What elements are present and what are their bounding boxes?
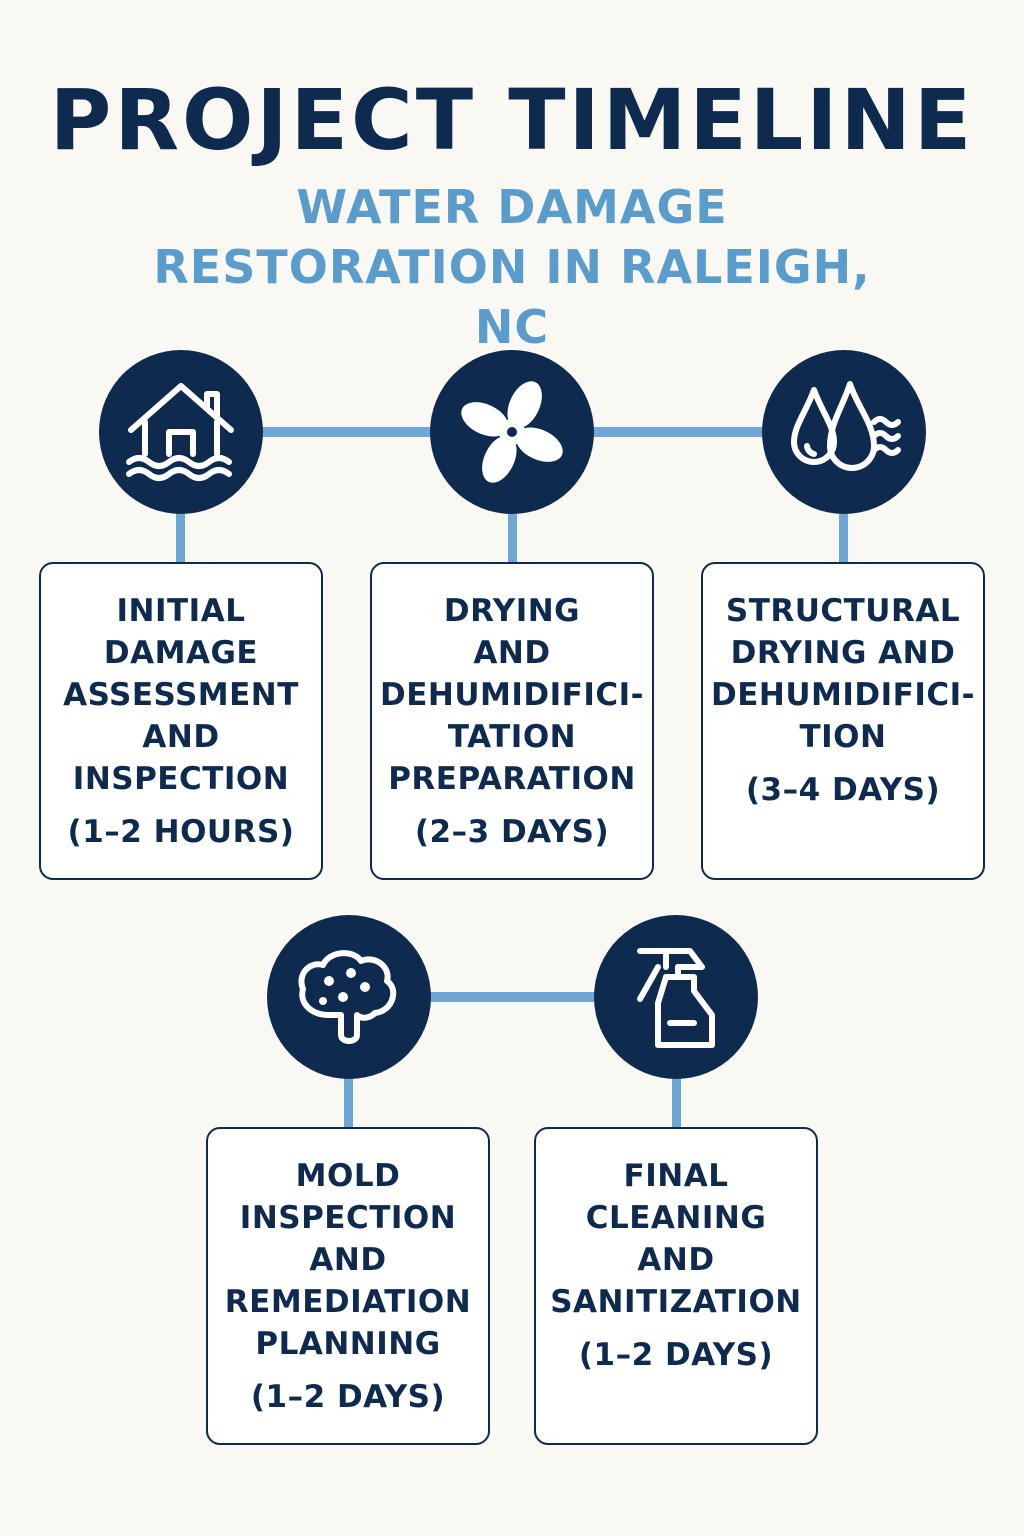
step-duration: (1–2 DAYS) [250,1379,446,1415]
connector-vertical [839,512,848,564]
mold-icon [298,950,397,1044]
flooded-house-icon [126,383,234,481]
step-title: MOLD INSPECTION AND REMEDIATION PLANNING [224,1158,472,1362]
step-card: DRYING AND DEHUMIDIFICI- TATION PREPARAT… [370,562,654,880]
step-duration: (1–2 DAYS) [578,1337,774,1373]
connector-horizontal [428,992,596,1002]
connector-vertical [672,1077,681,1129]
step-card: STRUCTURAL DRYING AND DEHUMIDIFICI- TION… [701,562,985,880]
step-title: FINAL CLEANING AND SANITIZATION [550,1158,802,1320]
step-5-badge [594,915,758,1079]
step-card: FINAL CLEANING AND SANITIZATION (1–2 DAY… [534,1127,818,1445]
connector-vertical [176,512,185,564]
step-4-badge [267,915,431,1079]
page-subtitle: WATER DAMAGE RESTORATION IN RALEIGH, NC [153,180,871,354]
connector-vertical [344,1077,353,1129]
step-2-badge [430,350,594,514]
step-duration: (3–4 DAYS) [745,772,941,808]
step-3-badge [762,350,926,514]
fan-icon [461,381,563,483]
step-duration: (2–3 DAYS) [414,814,610,850]
page-title: PROJECT TIMELINE [49,71,975,169]
step-duration: (1–2 HOURS) [67,814,295,850]
water-drops-icon [791,381,901,471]
connector-vertical [508,512,517,564]
step-card: MOLD INSPECTION AND REMEDIATION PLANNING… [206,1127,490,1445]
step-card: INITIAL DAMAGE ASSESSMENT AND INSPECTION… [39,562,323,880]
step-title: INITIAL DAMAGE ASSESSMENT AND INSPECTION [63,593,299,797]
spray-bottle-icon [637,948,715,1048]
step-title: STRUCTURAL DRYING AND DEHUMIDIFICI- TION [710,593,976,755]
step-1-badge [99,350,263,514]
step-title: DRYING AND DEHUMIDIFICI- TATION PREPARAT… [379,593,645,797]
